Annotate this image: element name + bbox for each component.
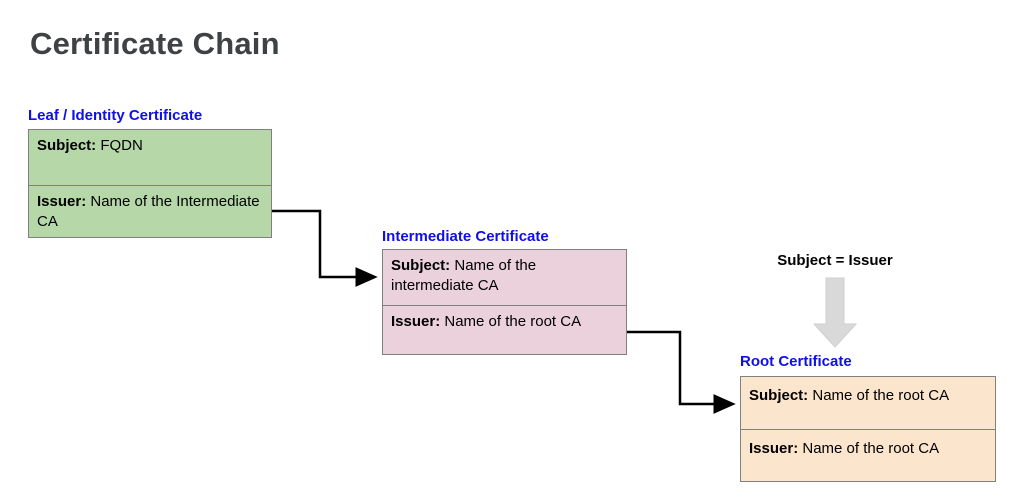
leaf-subject-row: Subject: FQDN [29, 130, 271, 186]
intermediate-subject-value: Name of the intermediate CA [391, 257, 537, 295]
intermediate-to-root-arrow [627, 330, 736, 414]
root-certificate-label: Root Certificate [740, 353, 852, 370]
leaf-certificate-label: Leaf / Identity Certificate [28, 107, 203, 124]
root-issuer-label: Issuer: [749, 440, 799, 457]
intermediate-issuer-value: Name of the root CA [440, 313, 582, 330]
root-issuer-row: Issuer: Name of the root CA [741, 430, 995, 463]
page-title: Certificate Chain [30, 26, 280, 61]
leaf-issuer-label: Issuer: [37, 193, 87, 210]
intermediate-issuer-label: Issuer: [391, 313, 441, 330]
leaf-subject-label: Subject: [37, 137, 97, 154]
root-certificate-box: Subject: Name of the root CA Issuer: Nam… [740, 376, 996, 482]
leaf-issuer-row: Issuer: Name of the Intermediate CA [29, 186, 271, 237]
leaf-issuer-value: Name of the Intermediate CA [37, 193, 260, 231]
subject-equals-issuer-annotation: Subject = Issuer [777, 252, 893, 269]
leaf-subject-value: FQDN [96, 137, 143, 154]
intermediate-issuer-row: Issuer: Name of the root CA [383, 306, 626, 336]
intermediate-subject-row: Subject: Name of the intermediate CA [383, 250, 626, 306]
leaf-certificate-box: Subject: FQDN Issuer: Name of the Interm… [28, 129, 272, 238]
root-issuer-value: Name of the root CA [798, 440, 940, 457]
root-subject-value: Name of the root CA [808, 387, 950, 404]
subject-issuer-down-arrow [812, 277, 858, 348]
intermediate-certificate-box: Subject: Name of the intermediate CA Iss… [382, 249, 627, 355]
root-subject-row: Subject: Name of the root CA [741, 377, 995, 430]
leaf-to-intermediate-arrow [272, 209, 378, 287]
root-subject-label: Subject: [749, 387, 809, 404]
intermediate-subject-label: Subject: [391, 257, 451, 274]
intermediate-certificate-label: Intermediate Certificate [382, 228, 549, 245]
